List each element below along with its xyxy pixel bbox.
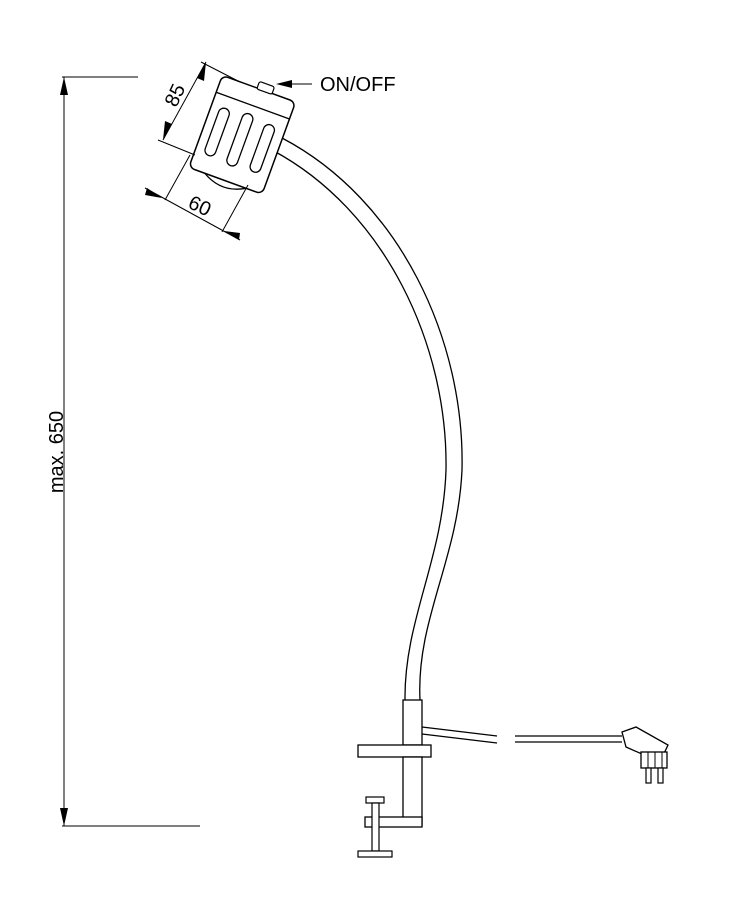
power-cable bbox=[421, 726, 622, 744]
arrow-icon bbox=[197, 62, 206, 81]
arrow-up-icon bbox=[60, 77, 68, 95]
lens-icon bbox=[204, 172, 247, 190]
arrow-icon bbox=[163, 121, 172, 140]
vent-slot-icon bbox=[249, 123, 276, 173]
lamp-head-body bbox=[189, 76, 295, 194]
arrow-icon bbox=[224, 231, 240, 240]
vent-slot-icon bbox=[226, 112, 254, 167]
switch-knob-icon bbox=[256, 81, 275, 95]
arrow-down-icon bbox=[60, 808, 68, 826]
height-dimension: max. 650 bbox=[46, 76, 200, 827]
head-length-label: 85 bbox=[161, 81, 190, 110]
on-off-label: ON/OFF bbox=[320, 74, 396, 96]
power-plug-icon bbox=[621, 726, 669, 784]
arrow-icon bbox=[145, 188, 162, 198]
on-off-callout: ON/OFF bbox=[276, 74, 396, 96]
gooseneck-arm bbox=[271, 137, 463, 701]
vent-slot-icon bbox=[204, 107, 230, 157]
head-diameter-label: 60 bbox=[185, 192, 214, 221]
table-clamp bbox=[357, 699, 432, 858]
lamp-head bbox=[189, 76, 295, 194]
arrow-left-icon bbox=[276, 80, 292, 88]
height-label: max. 650 bbox=[46, 411, 68, 493]
